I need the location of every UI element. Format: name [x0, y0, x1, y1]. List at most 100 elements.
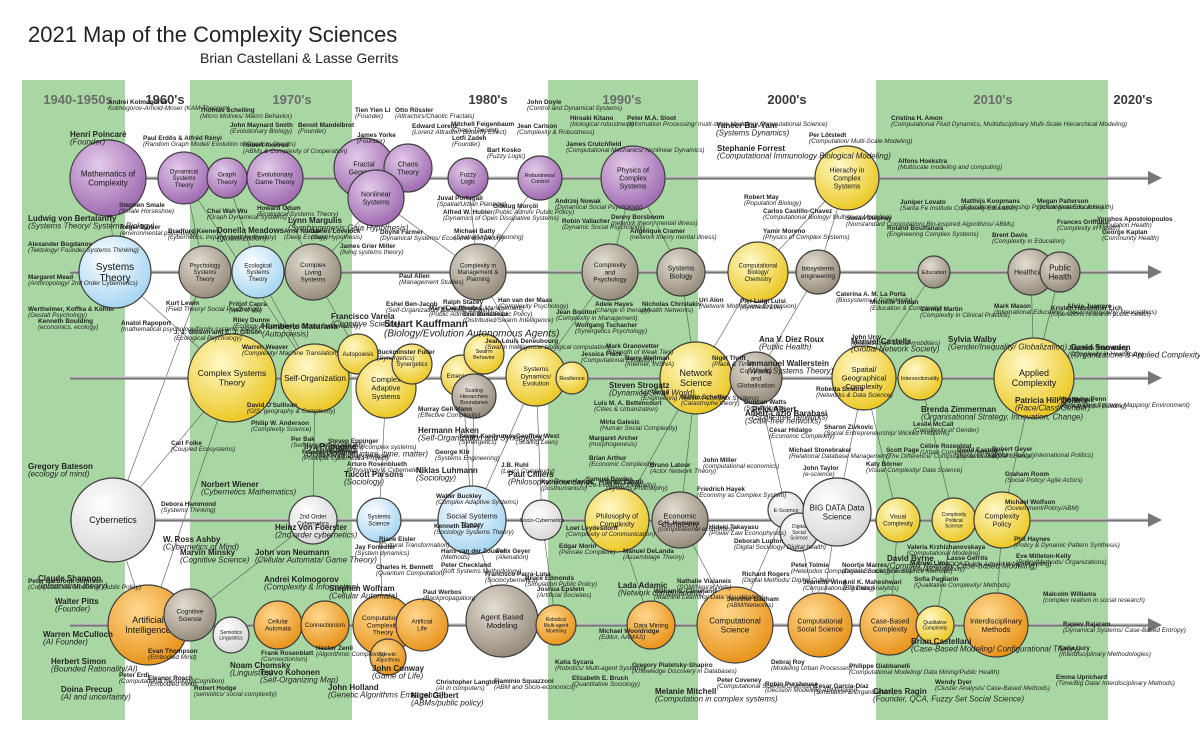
person-name: Debraj Roy — [771, 659, 805, 666]
person-phil-haynes: Phil Haynes(Policy & Dynamic Pattern Syn… — [1014, 536, 1120, 549]
person-name: Sergei Kurdyumov — [459, 433, 516, 440]
node-label-synergetics: Synergetics — [396, 362, 427, 368]
person-role: (Attractors/Chaotic Fractals) — [395, 113, 475, 120]
person-role: (Systems Dynamics) — [716, 129, 790, 138]
person-name: Kenneth Boulding — [38, 318, 93, 325]
person-name: Chai Wah Wu — [207, 208, 248, 215]
person-scott-page: Scott Page(The Difference/ Computational… — [886, 447, 999, 460]
person-role: (Network computational) — [618, 589, 705, 598]
person-pier-luigi-luisi: Pier Luigi Luisi(Synthetic Life) — [740, 298, 786, 311]
person-role: (Visual Complexity/ Data Science) — [866, 467, 963, 474]
person-role: (Power Law Econophysics) — [709, 530, 786, 537]
person-john-miller: John Miller(computational economics) — [703, 457, 779, 470]
person-david-snowden: David Snowden(Organizations & Applied Co… — [1071, 343, 1200, 360]
person-role: (Graph Dynamical Systems) — [207, 214, 287, 221]
person-name: Adele Hayes — [595, 301, 633, 308]
person-role: (Computational Evolution) — [581, 357, 655, 364]
person-name: W. Ross Ashby — [163, 535, 221, 544]
person-role: (Founder, QCA, Fuzzy Set Social Science) — [873, 695, 1025, 704]
person-name: Céline Rozenblat — [920, 443, 972, 450]
person-role: (Complexity/ Machine Translation) — [242, 350, 338, 357]
person-role: (Complex Adaptive Systems) — [436, 499, 518, 506]
person-role: (network theory mental illness) — [630, 234, 717, 241]
person-name: Hermann Haken — [418, 426, 479, 435]
node-circle-computational-science — [696, 586, 774, 664]
person-name: George Kaplan — [1102, 229, 1148, 236]
person-katy-b-rner: Katy Börner(Visual Complexity/ Data Scie… — [866, 461, 963, 474]
person-ludwig-von-bertalanffy: Ludwig von Bertalanffy(Systems Theory/ S… — [28, 214, 155, 231]
person-stephanie-forrest: Stephanie Forrest(Computational Immunolo… — [717, 144, 891, 161]
person-robert-geyer: Robert Geyer(Public Policy/ Internationa… — [992, 446, 1093, 459]
person-john-holland: John Holland(Genetic Algorithms Emergenc… — [328, 683, 444, 700]
person-role: (Ecological Psychology) — [174, 335, 242, 342]
person-role: (Human Social Complexity) — [600, 425, 677, 432]
node-circle-intersectionality — [897, 355, 943, 401]
person-name: John Doyle — [527, 99, 562, 106]
person-elizabeth-e-bruch: Elizabeth E. Bruch(Quantitative Sociolog… — [572, 675, 640, 688]
timeline-arrowhead-5 — [1148, 618, 1162, 632]
person-role: (Sociology) — [416, 474, 456, 483]
person-role: (2nd order cybernetics) — [275, 531, 358, 540]
person-name: Bradford Keeney — [168, 228, 220, 235]
person-name: Nicholas Christakis — [642, 301, 702, 308]
person-joshua-epstein: Joshua Epstein(Artificial Societies) — [537, 586, 591, 599]
person-role: (Complexity & Robustness) — [517, 129, 594, 136]
person-role: (Interdisciplinary Methodologies) — [1059, 651, 1151, 658]
person-c-line-rozenblat: Céline Rozenblat(Urban Complexity Networ… — [920, 443, 1003, 456]
node-circle-public-health — [1039, 251, 1081, 293]
node-circle-evolutionary-game-theory — [246, 149, 304, 207]
person-name: Manuel Lima — [910, 560, 949, 567]
person-name: Riley Dunne — [233, 317, 270, 324]
person-name: Alexander Bogdanov — [28, 241, 92, 248]
person-name: Steven Strogatz — [609, 381, 669, 390]
person-role: (Engineering Resilient Complex Systems) — [641, 395, 759, 402]
node-circle-interdisciplinary-methods — [963, 592, 1029, 658]
person-name: Humberto Maturana — [262, 322, 338, 331]
node-circle-complexity-and-psychology — [581, 243, 639, 301]
person-name: Sylvia Walby — [948, 335, 997, 344]
person-alexander-bogdanov: Alexander Bogdanov(Tektology/ Founder Sy… — [28, 241, 139, 254]
person-wertheimer-koffka-k-hler: Wertheimer, Koffka & Köhler(Gestalt Psyc… — [28, 306, 115, 319]
person-name: Alexandra Penn — [1058, 396, 1106, 403]
person-role: (Dynamics/Small World) — [609, 389, 695, 398]
person-roberta-sinatra: Roberta Sinatra(Networks & Data Science) — [816, 386, 893, 399]
person-name: William S. Cleveland — [654, 588, 716, 595]
person-role: (Game of Life) — [372, 672, 423, 681]
person-name: Caterina A. M. La Porta — [836, 291, 906, 298]
node-circle-cybernetics — [70, 477, 156, 563]
person-john-urry: John Urry(globalization/ Social mobiliti… — [851, 334, 940, 347]
person-role: (Computation/ Multi-Scale Modeling) — [809, 138, 912, 145]
person-name: Leslie McCall — [913, 421, 954, 428]
person-role: (Gender/Inequality/ Globalization) — [948, 343, 1068, 352]
person-role: (Visual Complexity) — [910, 566, 965, 573]
person-role: (complex realism in social research) — [1043, 597, 1145, 604]
person-role: (Gestalt Psychology) — [28, 312, 87, 319]
person-name: Celia Lury — [1059, 645, 1090, 652]
person-role: (Cultural Transformation) — [379, 542, 450, 549]
person-valeria-krzhizhanovskaya: Valeria Krzhizhanovskaya(Computational M… — [907, 544, 986, 557]
person-role: (Complexity of Gender) — [913, 427, 979, 434]
person-martin-scheffer: Martin Scheffer(Catastrophe theory) — [681, 394, 740, 407]
person-name: Walter Buckley — [436, 493, 482, 500]
person-role: (Founder) — [298, 128, 326, 135]
node-circle-visual-complexity — [875, 497, 921, 543]
person-name: Wendy Dyer — [935, 679, 972, 686]
person-name: John Taylor — [803, 465, 839, 472]
person-role: (Digital Sociology/ E-Science Methods) — [842, 568, 952, 575]
node-circle-2nd-order-cybernetics — [288, 495, 338, 545]
person-role: (Synthetic Life) — [740, 304, 783, 311]
person-role: (e-science) — [803, 471, 835, 478]
person-name: Samuel Bowles — [586, 476, 633, 483]
person-matthijs-koopmans: Matthijs Koopmans(Educational Leadership… — [961, 198, 1103, 211]
person-role: (Founder) — [55, 605, 90, 614]
node-circle-nonlinear-systems — [347, 169, 405, 227]
